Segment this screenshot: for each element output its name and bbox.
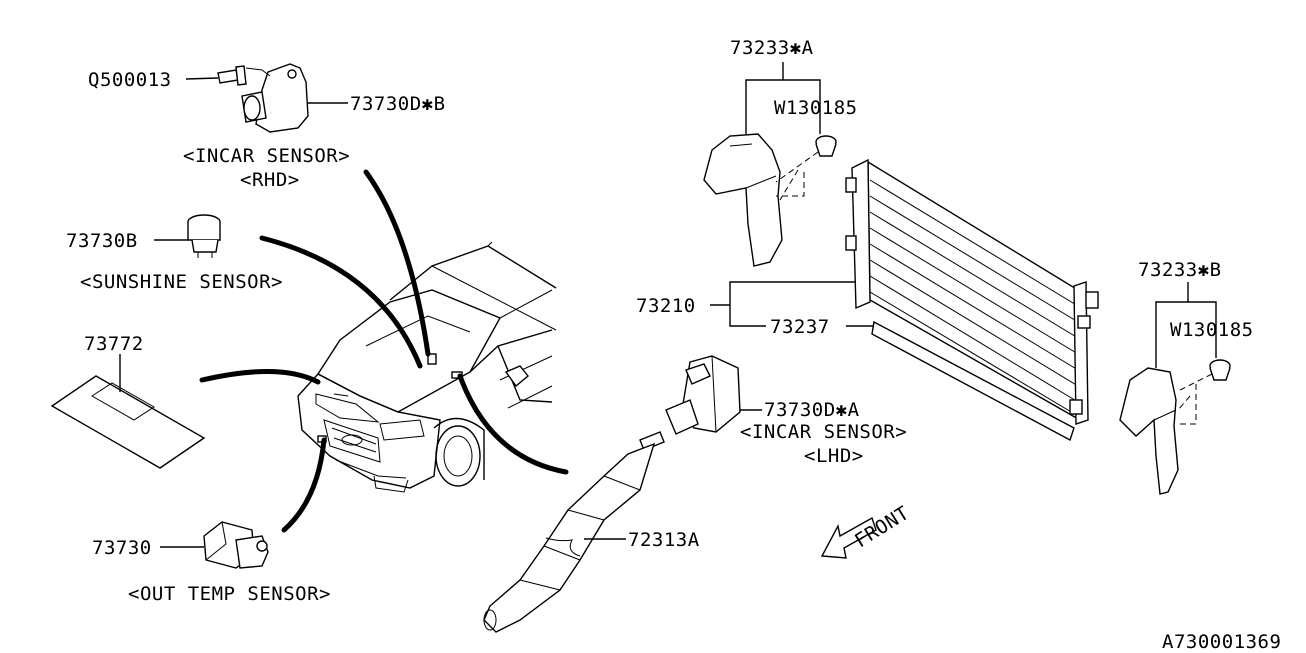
incar-sensor-rhd-part-icon xyxy=(241,63,309,133)
cover-plate-73772-icon xyxy=(50,375,206,469)
label-incar-sensor-lhd: <INCAR SENSOR> xyxy=(740,421,907,443)
label-lhd: <LHD> xyxy=(804,445,864,467)
label-front: FRONT xyxy=(851,502,913,552)
clip-w130185-b-icon xyxy=(1209,359,1231,381)
label-73233-b: 73233✱B xyxy=(1138,259,1222,281)
label-72313a: 72313A xyxy=(628,529,700,551)
diagram-id: A730001369 xyxy=(1162,631,1281,653)
label-incar-sensor-rhd: <INCAR SENSOR> xyxy=(183,145,350,167)
front-arrow-icon xyxy=(820,516,877,559)
label-73730b: 73730B xyxy=(66,230,138,252)
leader-73210 xyxy=(729,281,856,327)
label-73237: 73237 xyxy=(770,316,830,338)
clip-w130185-a-icon xyxy=(815,135,837,157)
condenser-73210-icon xyxy=(845,158,1099,442)
leader-incar-rhd xyxy=(363,169,431,357)
label-q500013: Q500013 xyxy=(88,69,172,91)
label-sunshine-sensor: <SUNSHINE SENSOR> xyxy=(80,271,283,293)
label-73730d-a: 73730D✱A xyxy=(764,399,860,421)
screw-q500013-icon xyxy=(217,65,247,86)
incar-sensor-rhd-group xyxy=(185,63,348,133)
bracket-73233-a-icon xyxy=(703,133,783,267)
leader-out-temp xyxy=(281,437,327,533)
leader-incar-lhd xyxy=(457,373,569,475)
label-73233-a: 73233✱A xyxy=(730,37,814,59)
label-73730: 73730 xyxy=(92,537,152,559)
label-rhd: <RHD> xyxy=(240,169,300,191)
label-w130185-a: W130185 xyxy=(774,97,858,119)
label-73210: 73210 xyxy=(636,295,696,317)
out-temp-sensor-part-icon xyxy=(203,521,269,569)
vehicle-front-icon xyxy=(297,241,557,493)
label-73730d-b: 73730D✱B xyxy=(350,93,446,115)
label-73772: 73772 xyxy=(84,333,144,355)
leader-73233-b xyxy=(1155,301,1217,368)
bracket-73233-b-icon xyxy=(1119,367,1179,495)
leader-73772 xyxy=(199,368,321,385)
label-out-temp-sensor: <OUT TEMP SENSOR> xyxy=(128,583,331,605)
incar-sensor-lhd-part-icon xyxy=(665,355,741,435)
sunshine-sensor-part-icon xyxy=(187,214,221,258)
aspirator-duct-72313a-icon xyxy=(483,431,665,633)
label-w130185-b: W130185 xyxy=(1170,319,1254,341)
leader-sunshine xyxy=(259,235,423,369)
